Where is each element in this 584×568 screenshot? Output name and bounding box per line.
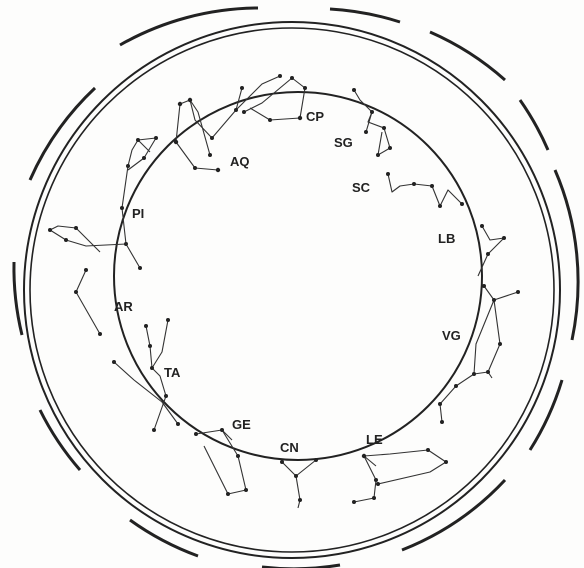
- label-lb: LB: [438, 231, 455, 246]
- label-vg: VG: [442, 328, 461, 343]
- outer-ring-inner: [30, 28, 554, 552]
- outer-ring-outer: [24, 22, 560, 558]
- arc-segment: [402, 480, 505, 550]
- constellation-gemini: [196, 430, 246, 494]
- label-cn: CN: [280, 440, 299, 455]
- constellation-leo: [354, 450, 446, 502]
- label-aq: AQ: [230, 154, 250, 169]
- constellation-aries: [76, 270, 100, 334]
- arc-segment: [520, 100, 548, 150]
- label-sg: SG: [334, 135, 353, 150]
- constellation-scorpius: [388, 174, 462, 206]
- label-ge: GE: [232, 417, 251, 432]
- label-cp: CP: [306, 109, 324, 124]
- arc-segment: [14, 262, 22, 335]
- label-ta: TA: [164, 365, 181, 380]
- ecliptic-circle: [114, 92, 482, 460]
- arc-segment: [30, 88, 95, 180]
- label-pi: PI: [132, 206, 144, 221]
- arc-segment: [330, 9, 400, 22]
- arc-segment: [40, 410, 80, 470]
- constellation-libra: [478, 226, 504, 276]
- label-ar: AR: [114, 299, 133, 314]
- label-le: LE: [366, 432, 383, 447]
- arc-segment: [120, 8, 258, 45]
- label-sc: SC: [352, 180, 371, 195]
- constellation-aquarius: [176, 76, 280, 170]
- arc-segment: [430, 32, 505, 80]
- constellation-sagittarius: [354, 90, 390, 155]
- constellation-capricornus: [244, 78, 305, 120]
